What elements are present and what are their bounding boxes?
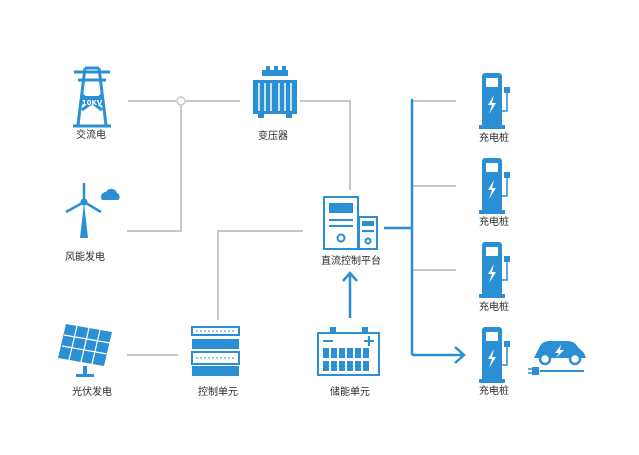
- control-unit-label: 控制单元: [198, 387, 238, 398]
- charger-label: 充电桩: [479, 302, 509, 313]
- wind-power-label: 风能发电: [65, 252, 105, 263]
- transformer-to-platform-line: [300, 100, 351, 190]
- control-platform-icon: [323, 196, 378, 250]
- solar-power-label: 光伏发电: [72, 387, 112, 398]
- connectors: [127, 100, 456, 356]
- cloud-icon: [101, 188, 120, 200]
- wind-turbine-icon: [65, 183, 102, 238]
- junction-node: [176, 96, 186, 106]
- platform-to-control-line: [217, 230, 303, 320]
- pylon-badge-label: 10KV: [81, 99, 103, 107]
- chargers: [479, 73, 510, 383]
- battery-icon: [317, 327, 380, 376]
- dc-bus: [342, 99, 466, 364]
- charging-pile-icon: [479, 73, 510, 129]
- charger-label: 充电桩: [479, 217, 509, 228]
- storage-unit-label: 储能单元: [330, 387, 370, 398]
- arrow-right-icon: [454, 346, 466, 364]
- charging-pile-icon: [479, 158, 510, 214]
- wind-to-node-line: [127, 106, 182, 232]
- arrow-up-icon: [342, 271, 358, 282]
- transformer-icon: [253, 66, 297, 118]
- charging-pile-icon: [479, 242, 510, 298]
- pylon-badge: [81, 96, 103, 105]
- charger-label: 充电桩: [479, 386, 509, 397]
- dc-platform-label: 直流控制平台: [321, 256, 381, 267]
- transformer-label: 变压器: [258, 131, 288, 142]
- solar-panel-icon: [58, 324, 112, 377]
- control-unit-icon: [191, 326, 240, 376]
- charger-label: 充电桩: [479, 133, 509, 144]
- charging-pile-icon: [479, 327, 510, 383]
- ac-power-label: 交流电: [76, 130, 106, 141]
- electric-car-icon: [528, 341, 586, 375]
